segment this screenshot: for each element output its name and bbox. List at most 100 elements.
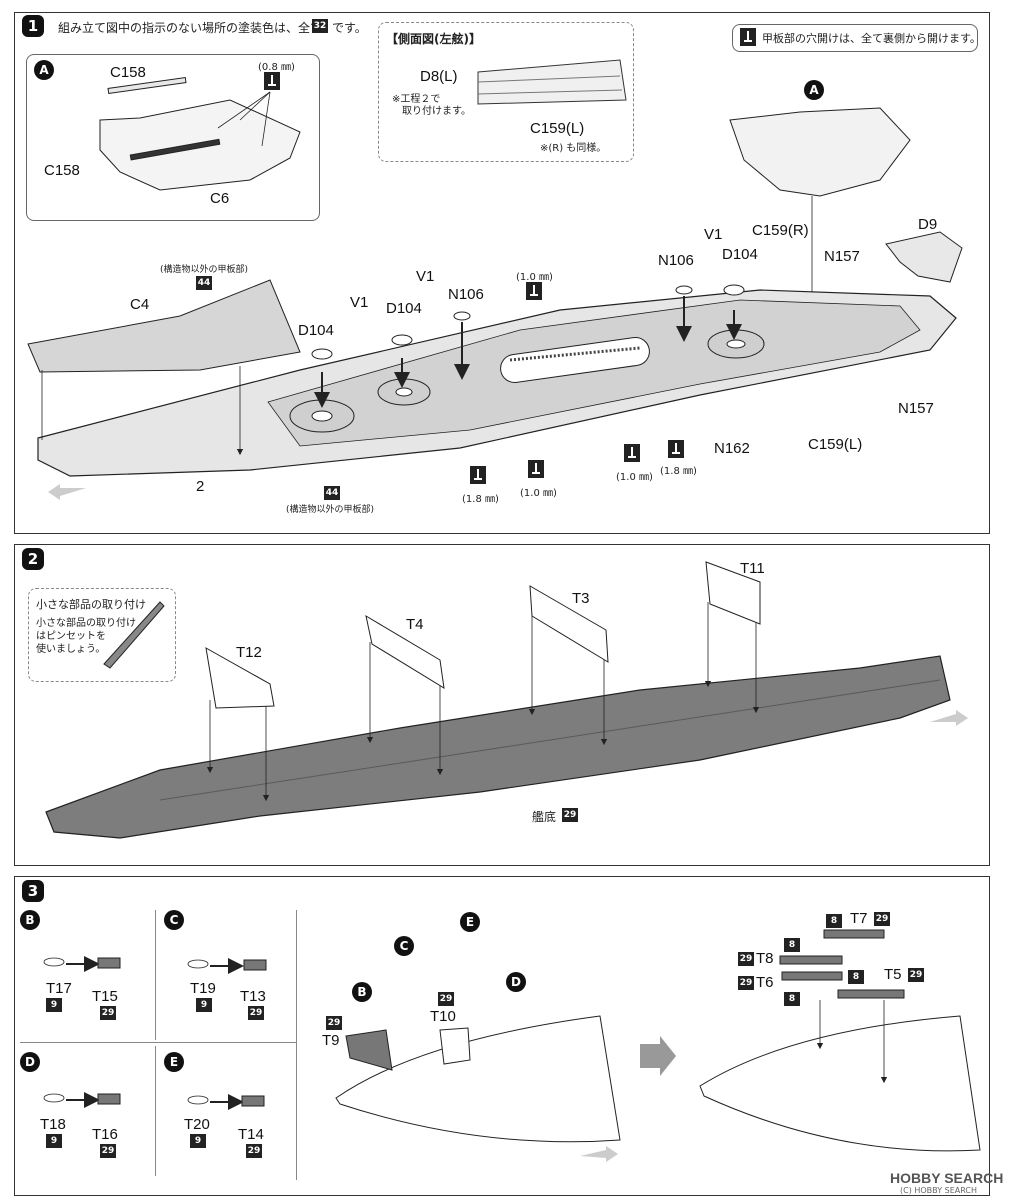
part-t6: T6 [756,974,774,991]
part-t10: T10 [430,1008,456,1025]
part-n157-b: N157 [898,400,934,417]
hull-bottom-color: 29 [562,808,578,822]
part-c159l-side: C159(L) [530,120,585,137]
part-t15: T15 [92,988,118,1005]
step2-number: 2 [22,548,44,570]
part-t5-color1: 8 [848,970,864,984]
part-t11: T11 [740,560,765,577]
part-c4: C4 [130,296,150,313]
part-v1-a: V1 [350,294,369,311]
part-t3: T3 [572,590,590,607]
group-c-circle: C [164,910,184,930]
step1-number: 1 [22,15,44,37]
drill-icon [526,282,542,300]
tweezer-tip-line2: はピンセットを [36,631,106,642]
group-d-circle: D [20,1052,40,1072]
part-t14: T14 [238,1126,264,1143]
watermark-copyright: (C) HOBBY SEARCH [900,1186,978,1195]
part-d104-b: D104 [386,300,422,317]
step3-divider-h [20,1042,296,1043]
tweezer-tip-line3: 使いましょう。 [36,644,106,655]
part-t5-color2: 29 [908,968,924,982]
part-t19: T19 [190,980,216,997]
part-t18-color: 9 [46,1134,62,1148]
step3-divider-v3 [296,910,297,1180]
mid-b-circle: B [352,982,372,1002]
part-t8-color2: 8 [784,938,800,952]
part-t5: T5 [884,966,902,983]
tweezer-tip-title: 小さな部品の取り付け [36,598,146,611]
mid-c-circle: C [394,936,414,956]
part-t13: T13 [240,988,266,1005]
part-c6: C6 [210,190,230,207]
hole-size-10-b: (1.0 ㎜) [520,488,557,499]
part-t14-color: 29 [246,1144,262,1158]
hull-bottom-label: 艦底 [532,810,557,824]
step3-number: 3 [22,880,44,902]
subassembly-a-circle: A [34,60,54,80]
part-t16: T16 [92,1126,118,1143]
drill-icon [668,440,684,458]
part-t7-color1: 8 [826,914,842,928]
drill-icon [528,460,544,478]
mid-e-circle: E [460,912,480,932]
part-t19-color: 9 [196,998,212,1012]
deck-note-top: (構造物以外の甲板部) [160,265,249,275]
side-view-note3: ※(R) も同様。 [540,143,607,154]
part-d104-a: D104 [298,322,334,339]
step3-divider-v2 [155,1046,156,1176]
drill-icon [470,466,486,484]
part-t9: T9 [322,1032,340,1049]
part-d9: D9 [918,216,938,233]
step1-paint-note-color: 32 [312,19,328,33]
assembly-a-circle: A [804,80,824,100]
part-t9-color: 29 [326,1016,342,1030]
step1-paint-note: 組み立て図中の指示のない場所の塗装色は、全て [58,21,323,35]
part-d104-c: D104 [722,246,758,263]
part-d8l: D8(L) [420,68,458,85]
hole-note-box [732,24,978,52]
hole-size-10-c: (1.0 ㎜) [616,472,653,483]
part-c159r: C159(R) [752,222,809,239]
drill-icon [264,72,280,90]
part-t10-color: 29 [438,992,454,1006]
part-t17-color: 9 [46,998,62,1012]
watermark-brand: HOBBY SEARCH [890,1170,1004,1186]
drill-icon [624,444,640,462]
deck-note-bottom: (構造物以外の甲板部) [286,505,375,515]
side-view-title: 【側面図(左舷)】 [386,32,481,46]
hole-size-10-a: (1.0 ㎜) [516,272,553,283]
part-t20: T20 [184,1116,210,1133]
part-t4: T4 [406,616,424,633]
part-t8-color1: 29 [738,952,754,966]
group-e-circle: E [164,1052,184,1072]
part-t7: T7 [850,910,868,927]
part-n157-a: N157 [824,248,860,265]
deck-color-top: 44 [196,276,212,290]
hole-note: 甲板部の穴開けは、全て裏側から開けます。 [762,32,981,45]
part-t20-color: 9 [190,1134,206,1148]
group-b-circle: B [20,910,40,930]
tweezer-tip-line1: 小さな部品の取り付け [36,618,136,629]
part-t18: T18 [40,1116,66,1133]
part-t7-color2: 29 [874,912,890,926]
part-c158-top: C158 [110,64,146,81]
side-view-note1: ※工程２で [392,94,441,105]
part-2-hull: 2 [196,478,205,495]
drill-icon [740,28,756,46]
part-c159l: C159(L) [808,436,863,453]
part-t8: T8 [756,950,774,967]
side-view-note2: 取り付けます。 [402,106,471,117]
part-t15-color: 29 [100,1006,116,1020]
part-t13-color: 29 [248,1006,264,1020]
step3-divider-v1 [155,910,156,1040]
part-t12: T12 [236,644,262,661]
part-n106-b: N106 [658,252,694,269]
part-t16-color: 29 [100,1144,116,1158]
part-t6-color2: 8 [784,992,800,1006]
step1-paint-note-end: です。 [332,21,367,35]
part-c158-left: C158 [44,162,80,179]
hole-size-18-a: (1.8 ㎜) [462,494,499,505]
part-t17: T17 [46,980,72,997]
mid-d-circle: D [506,972,526,992]
